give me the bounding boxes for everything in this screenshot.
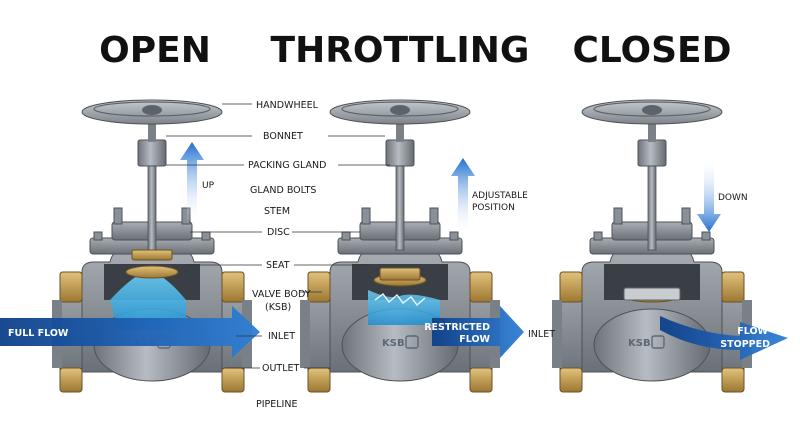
label-valve-body-2: (KSB) (265, 302, 291, 313)
stopped-flow-label-2: STOPPED (720, 339, 770, 350)
down-label: DOWN (718, 193, 748, 203)
ksb-logo-throttling: KSB (382, 335, 419, 349)
label-disc: DISC (267, 227, 290, 238)
closed-disc (623, 287, 681, 301)
down-arrow: DOWN (697, 160, 748, 232)
svg-text:KSB: KSB (382, 338, 405, 349)
label-packing-gland: PACKING GLAND (248, 160, 326, 171)
label-pipeline: PIPELINE (256, 399, 297, 410)
open-disc (131, 249, 173, 261)
stopped-flow-label-1: FLOW (737, 326, 768, 337)
label-bonnet: BONNET (263, 131, 303, 142)
adjustable-label-2: POSITION (472, 203, 515, 213)
title-closed: CLOSED (572, 30, 731, 71)
label-inlet: INLET (268, 331, 295, 342)
open-seat (125, 265, 179, 279)
full-flow-label: FULL FLOW (8, 328, 69, 339)
full-flow-arrow: FULL FLOW (0, 306, 260, 358)
adjustable-arrow: ADJUSTABLE POSITION (451, 158, 528, 232)
restricted-flow-label-1: RESTRICTED (424, 322, 490, 333)
restricted-flow-label-2: FLOW (459, 334, 490, 345)
label-inlet-right: INLET (528, 329, 555, 340)
leader-lines (166, 103, 390, 369)
label-valve-body-1: VALVE BODY (252, 289, 311, 300)
adjustable-label-1: ADJUSTABLE (472, 191, 528, 201)
restricted-flow-arrow: RESTRICTED FLOW (424, 306, 524, 358)
stopped-flow-arrow: FLOW STOPPED (660, 316, 788, 360)
label-handwheel: HANDWHEEL (256, 100, 319, 111)
svg-text:KSB: KSB (628, 338, 651, 349)
label-seat: SEAT (266, 260, 290, 271)
closed-internals (623, 287, 681, 303)
throttling-disc (379, 267, 421, 281)
title-throttling: THROTTLING (271, 30, 530, 71)
label-outlet: OUTLET (262, 363, 300, 374)
ksb-logo-closed: KSB (628, 335, 665, 349)
up-arrow: UP (180, 142, 215, 220)
title-open: OPEN (99, 30, 211, 71)
up-label: UP (202, 181, 215, 191)
label-gland-bolts: GLAND BOLTS (250, 185, 316, 196)
open-internals (110, 249, 186, 330)
label-stem: STEM (264, 206, 290, 217)
throttling-internals (368, 267, 440, 325)
